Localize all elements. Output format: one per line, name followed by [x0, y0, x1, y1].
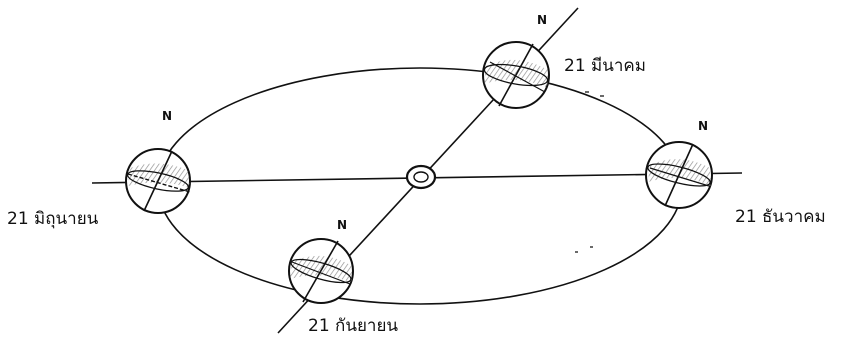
earth-march: [483, 42, 549, 108]
north-label-march: N: [537, 14, 547, 26]
earth-june: [126, 149, 190, 213]
date-label-september: 21 กันยายน: [308, 318, 398, 335]
date-label-december: 21 ธันวาคม: [735, 209, 826, 226]
north-label-june: N: [162, 110, 172, 122]
north-label-december: N: [698, 120, 708, 132]
earth-september: [289, 239, 353, 303]
date-label-june: 21 มิถุนายน: [7, 211, 98, 228]
sun: [407, 166, 435, 188]
orbit-dots: [575, 92, 604, 252]
earth-december: [646, 142, 712, 208]
date-label-march: 21 มีนาคม: [564, 58, 646, 75]
north-label-september: N: [337, 219, 347, 231]
